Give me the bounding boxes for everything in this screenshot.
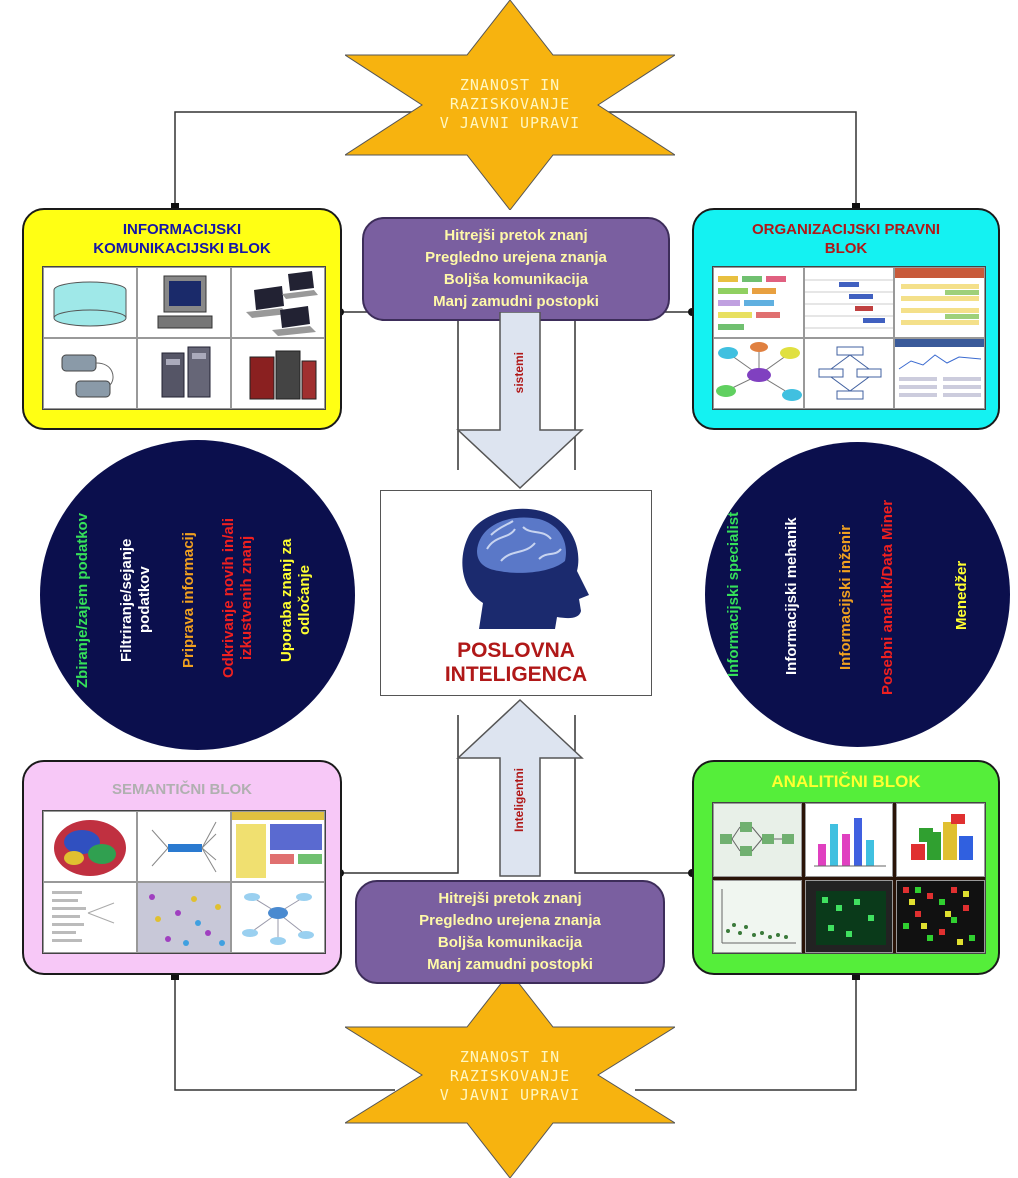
org-block: ORGANIZACIJSKI PRAVNI BLOK <box>692 208 1000 430</box>
sem-block-title: SEMANTIČNI BLOK <box>112 781 252 798</box>
benefit-top-4: Manj zamudni postopki <box>433 293 599 310</box>
benefit-top-1: Hitrejši pretok znanj <box>444 227 588 244</box>
up-arrow <box>456 698 584 877</box>
star-shape <box>345 0 675 210</box>
up-arrow-label: Inteligentni <box>512 768 526 832</box>
process-item-2: Filtriranje/sejanje podatkov <box>118 538 153 662</box>
benefit-bottom-1: Hitrejši pretok znanj <box>438 890 582 907</box>
database-icon <box>43 267 137 338</box>
star-bottom: ZNANOST IN RAZISKOVANJE V JAVNI UPRAVI <box>345 972 675 1178</box>
flowchart-thumbnail <box>803 338 895 409</box>
ana-block: ANALITIČNI BLOK <box>692 760 1000 975</box>
center-title-2: INTELIGENCA <box>444 663 588 686</box>
role-item-1: Informacijski specialist <box>725 511 742 678</box>
right-roles-circle: Informacijski specialist Informacijski m… <box>705 442 1010 747</box>
role-item-2: Informacijski mehanik <box>783 517 800 676</box>
microarray-thumbnail <box>896 879 985 953</box>
ana-block-title: ANALITIČNI BLOK <box>771 772 921 791</box>
workflow-thumbnail <box>713 803 802 877</box>
benefit-top-2: Pregledno urejena znanja <box>425 249 607 266</box>
network-graph-thumbnail <box>137 882 231 953</box>
sem-block: SEMANTIČNI BLOK <box>22 760 342 975</box>
process-item-4: Odkrivanje novih in/ali izkustvenih znan… <box>220 517 255 678</box>
down-arrow <box>456 312 584 490</box>
benefit-bottom-3: Boljša komunikacija <box>437 934 583 951</box>
org-block-title-1: ORGANIZACIJSKI PRAVNI <box>751 221 941 238</box>
taxonomy-list-thumbnail <box>43 882 137 953</box>
star-top-line-3: V JAVNI UPRAVI <box>439 114 581 132</box>
laptops-icon <box>231 267 325 338</box>
analytics-image-grid <box>712 802 986 954</box>
head-brain-icon <box>462 508 589 629</box>
org-block-title-2: BLOK <box>824 240 868 257</box>
dashboard-thumbnail <box>894 338 985 409</box>
schedule-chart-thumbnail <box>713 267 804 338</box>
3d-block-chart-thumbnail <box>896 803 985 877</box>
role-item-3: Informacijski inženir <box>837 524 854 670</box>
hardware-image-grid <box>42 266 326 410</box>
left-process-circle: Zbiranje/zajem podatkov Filtriranje/seja… <box>40 440 355 750</box>
star-bottom-line-1: ZNANOST IN <box>459 1048 561 1066</box>
software-window-thumbnail <box>231 811 325 882</box>
mainframe-icon <box>231 338 325 409</box>
benefits-box-bottom: Hitrejši pretok znanj Pregledno urejena … <box>355 880 665 984</box>
telephones-icon <box>43 338 137 409</box>
spreadsheet-thumbnail <box>894 267 985 338</box>
server-towers-icon <box>137 338 231 409</box>
process-item-1: Zbiranje/zajem podatkov <box>74 512 91 688</box>
process-item-5: Uporaba znanj za odločanje <box>278 538 313 662</box>
star-shape <box>345 972 675 1178</box>
info-block-title-2: KOMUNIKACIJSKI BLOK <box>93 240 271 257</box>
brain-map-thumbnail <box>43 811 137 882</box>
info-block: INFORMACIJSKI KOMUNIKACIJSKI BLOK <box>22 208 342 430</box>
org-chart-image-grid <box>712 266 986 410</box>
star-bottom-line-3: V JAVNI UPRAVI <box>439 1086 581 1104</box>
star-bottom-line-2: RAZISKOVANJE <box>449 1067 571 1085</box>
3d-bar-chart-thumbnail <box>804 803 894 877</box>
concept-tree-thumbnail <box>137 811 231 882</box>
benefit-top-3: Boljša komunikacija <box>443 271 589 288</box>
heatmap-window-thumbnail <box>804 879 894 953</box>
benefit-bottom-4: Manj zamudni postopki <box>427 956 593 973</box>
center-box: POSLOVNA INTELIGENCA <box>380 490 652 696</box>
benefit-bottom-2: Pregledno urejena znanja <box>419 912 601 929</box>
process-item-3: Priprava informacij <box>180 532 197 668</box>
role-item-5: Menedžer <box>953 560 970 630</box>
semantic-image-grid <box>42 810 326 954</box>
star-top: ZNANOST IN RAZISKOVANJE V JAVNI UPRAVI <box>345 0 675 210</box>
star-top-line-2: RAZISKOVANJE <box>449 95 571 113</box>
role-item-4: Posebni analitik/Data Miner <box>879 499 896 695</box>
mind-map-thumbnail <box>713 338 804 409</box>
ontology-diagram-thumbnail <box>231 882 325 953</box>
info-block-title-1: INFORMACIJSKI <box>122 221 242 238</box>
scatter-plot-thumbnail <box>713 879 802 953</box>
computer-terminal-icon <box>137 267 231 338</box>
star-top-line-1: ZNANOST IN <box>459 76 561 94</box>
benefits-box-top: Hitrejši pretok znanj Pregledno urejena … <box>362 217 670 321</box>
gantt-chart-thumbnail <box>803 267 895 338</box>
down-arrow-label: sistemi <box>512 352 526 394</box>
center-title-1: POSLOVNA <box>457 639 575 662</box>
